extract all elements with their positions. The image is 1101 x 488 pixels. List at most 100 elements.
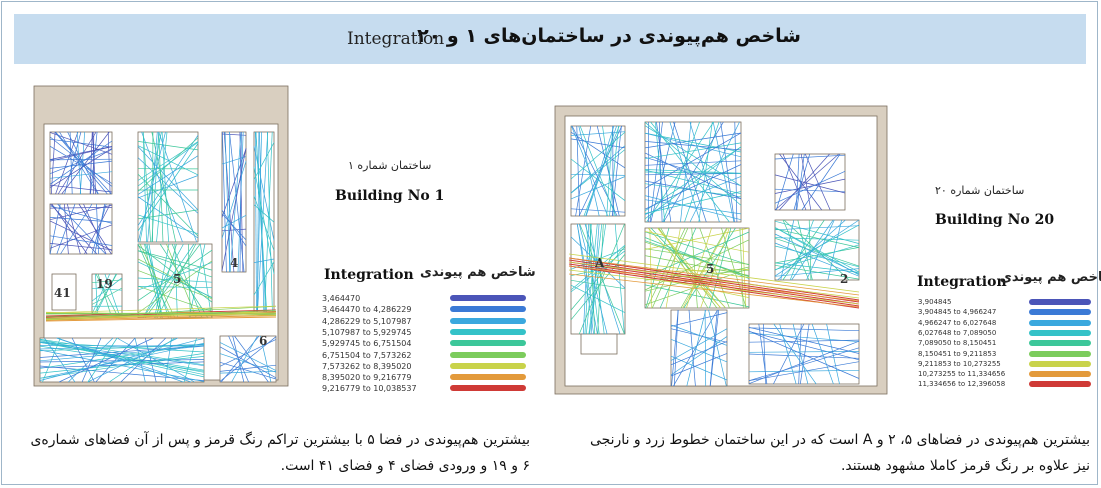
axial-line: [644, 132, 742, 189]
axial-line: [137, 137, 199, 192]
axial-line: [774, 247, 860, 264]
legend-row: 3,464470 to 4,286229: [322, 305, 526, 314]
axial-line: [219, 361, 277, 380]
axial-line: [91, 273, 111, 315]
axial-line: [647, 227, 722, 309]
axial-line: [774, 228, 860, 248]
axial-line: [576, 125, 580, 217]
axial-line: [682, 227, 729, 309]
axial-line: [644, 240, 750, 277]
axial-line: [644, 132, 742, 158]
axial-line: [708, 309, 727, 387]
axial-line: [219, 346, 277, 379]
axial-line: [137, 277, 213, 283]
axial-line: [804, 153, 831, 211]
axial-line: [670, 341, 728, 366]
legend-color-swatch: [450, 385, 526, 392]
axial-line: [49, 149, 113, 175]
axial-line: [748, 331, 860, 361]
axial-line: [673, 309, 679, 387]
axial-line: [645, 227, 670, 309]
header-title-english: Integration: [347, 29, 445, 49]
axial-line: [49, 243, 113, 251]
legend-label: 6,751504 to 7,573262: [322, 350, 412, 360]
axial-line: [720, 121, 735, 223]
axial-line: [709, 309, 718, 387]
axial-line: [789, 219, 814, 281]
axial-line: [709, 309, 720, 387]
axial-line: [39, 344, 205, 350]
axial-line: [570, 284, 626, 314]
axial-line: [137, 250, 213, 278]
building20-axial-lines: [568, 121, 860, 387]
axial-line: [686, 227, 712, 309]
axial-line: [91, 287, 123, 291]
legend-label: 4,286229 to 5,107987: [322, 316, 412, 326]
axial-line: [609, 125, 619, 217]
legend-label: 5,929745 to 6,751504: [322, 339, 412, 349]
axial-line: [50, 131, 56, 195]
legend-row: 6,027648 to 7,089050: [918, 329, 1091, 338]
axial-line: [670, 338, 728, 363]
axial-line: [137, 157, 199, 214]
legend-label: 8,150451 to 9,211853: [918, 349, 997, 358]
axial-line: [91, 279, 123, 284]
axial-line: [748, 347, 860, 382]
axial-line: [644, 176, 742, 215]
axial-line: [774, 227, 860, 273]
axial-line: [49, 145, 113, 184]
axial-line: [253, 146, 275, 241]
axial-line: [773, 323, 805, 385]
axial-line: [670, 312, 728, 327]
axial-line: [748, 340, 860, 385]
axial-line: [156, 243, 197, 319]
axial-line: [663, 121, 724, 223]
axial-line: [585, 223, 600, 335]
legend-label: 3,904845 to 4,966247: [918, 308, 997, 317]
axial-line: [780, 219, 795, 281]
legend-color-swatch: [450, 374, 526, 381]
building1-axial-lines: [39, 131, 277, 383]
axial-line: [658, 121, 663, 223]
axial-line: [774, 219, 860, 277]
axial-line: [584, 223, 592, 335]
axial-line: [45, 312, 277, 319]
axial-line: [60, 203, 93, 255]
axial-line: [644, 231, 750, 266]
building1-legend-title-english: Integration: [324, 267, 414, 283]
axial-line: [221, 147, 247, 271]
axial-line: [253, 142, 275, 180]
axial-line: [221, 161, 247, 239]
axial-line: [266, 131, 273, 313]
axial-line: [137, 243, 172, 319]
axial-line: [254, 131, 257, 313]
axial-line: [644, 266, 750, 292]
axial-line: [704, 309, 707, 387]
building1-room-label-6: 6: [259, 334, 268, 348]
axial-line: [145, 243, 169, 319]
axial-line: [644, 255, 750, 276]
axial-line: [94, 203, 106, 255]
axial-line: [221, 210, 247, 247]
legend-label: 3,464470: [322, 294, 361, 303]
axial-line: [644, 227, 750, 250]
axial-line: [644, 191, 742, 214]
axial-line: [221, 214, 247, 229]
legend-row: 3,904845 to 4,966247: [918, 308, 1091, 317]
axial-line: [144, 243, 161, 319]
axial-line: [61, 131, 110, 195]
axial-line: [104, 273, 120, 315]
axial-line: [137, 270, 213, 300]
axial-line: [611, 125, 622, 217]
legend-label: 9,216779 to 10,038537: [322, 384, 417, 394]
legend-row: 5,107987 to 5,929745: [322, 328, 526, 337]
axial-line: [49, 158, 113, 161]
axial-line: [657, 227, 721, 309]
legend-label: 8,395020 to 9,216779: [322, 373, 412, 383]
building20-legend-title-english: Integration: [917, 274, 1007, 290]
axial-line: [49, 148, 113, 188]
axial-line: [255, 131, 268, 313]
axial-line: [166, 243, 197, 319]
axial-line: [644, 121, 742, 206]
